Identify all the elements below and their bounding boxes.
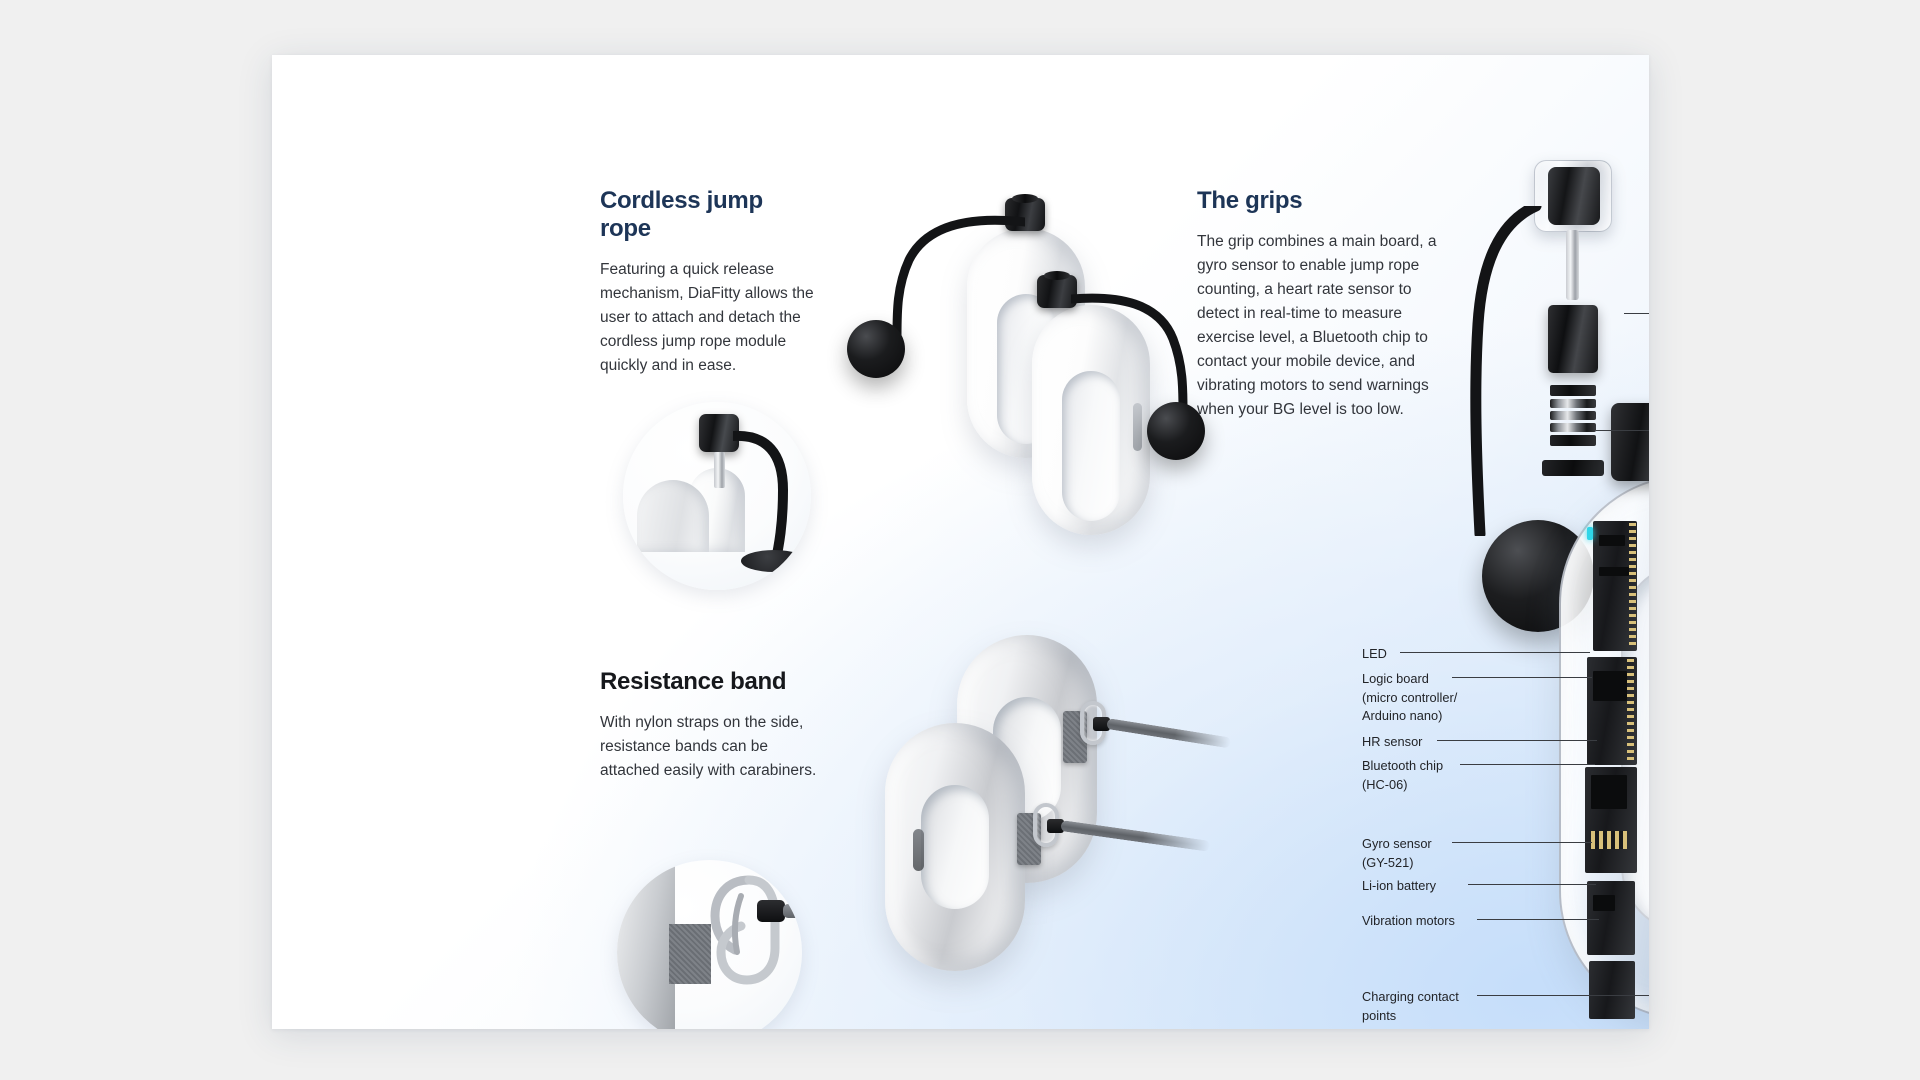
leader-line-hr-sensor	[1437, 740, 1597, 741]
band-body-front	[885, 723, 1025, 971]
leader-line-vibration	[1477, 919, 1599, 920]
leader-line-quick-release	[1624, 313, 1649, 314]
inset-cord	[783, 904, 802, 918]
cable-front	[1071, 293, 1188, 415]
leader-line-logic-board	[1452, 677, 1592, 678]
section-the-grips: The grips The grip combines a main board…	[1197, 187, 1437, 422]
transparent-top-cap	[1534, 160, 1612, 232]
inset-nylon-strap	[669, 924, 711, 984]
exploded-cable	[1470, 206, 1542, 536]
leader-line-gyro	[1452, 842, 1592, 843]
jump-rope-grips-photo	[847, 180, 1205, 535]
bearing-top-cap	[1550, 385, 1596, 396]
section-resistance-band: Resistance band With nylon straps on the…	[600, 668, 818, 783]
callout-hr-sensor: HR sensor	[1362, 734, 1423, 749]
resistance-cord-rear	[1106, 718, 1232, 749]
product-spec-card: Cordless jump rope Featuring a quick rel…	[272, 55, 1649, 1029]
bearing-ring-2	[1550, 411, 1596, 420]
callout-vibration: Vibration motors	[1362, 913, 1455, 928]
leader-line-battery	[1468, 884, 1596, 885]
bearing-stack	[1550, 385, 1596, 449]
leader-line-charging	[1477, 995, 1649, 996]
inset-cord-ferrule	[757, 900, 785, 922]
inset-cable	[733, 430, 789, 568]
callout-gyro: Gyro sensor (GY-521)	[1362, 836, 1432, 870]
callout-led: LED	[1362, 646, 1387, 661]
cap-inner-core	[1548, 167, 1600, 225]
gyro-sensor-pcb	[1587, 881, 1635, 955]
bearing-ring-3	[1550, 423, 1596, 432]
logic-board-chip-2	[1599, 567, 1629, 576]
grip-hole-front	[1062, 371, 1120, 521]
inset-lock-pin	[714, 452, 725, 488]
battery-module	[1589, 961, 1635, 1019]
resistance-band-body: With nylon straps on the side, resistanc…	[600, 714, 817, 780]
inset-carabiner-icon	[710, 875, 780, 985]
leader-line-led	[1400, 652, 1590, 653]
bearing-bottom-cap	[1550, 435, 1596, 446]
inset-band-edge	[617, 860, 675, 1029]
section-cordless-jump-rope: Cordless jump rope Featuring a quick rel…	[600, 187, 815, 378]
weight-ball-front	[1147, 402, 1205, 460]
hr-sensor-pins	[1627, 659, 1634, 763]
callout-battery: Li-ion battery	[1362, 878, 1436, 893]
jump-rope-body: Featuring a quick release mechanism, Dia…	[600, 261, 814, 375]
bluetooth-module-chip	[1591, 775, 1627, 809]
resistance-band-photo	[867, 625, 1247, 975]
weight-ball-rear	[847, 320, 905, 378]
callout-bluetooth: Bluetooth chip (HC-06)	[1362, 758, 1444, 792]
carabiner-detail-inset	[617, 860, 802, 1029]
callout-charging: Charging contact points	[1362, 989, 1459, 1023]
ball-lock-pin	[1566, 230, 1579, 300]
grip-body-front	[1032, 305, 1150, 535]
bluetooth-antenna	[1591, 831, 1627, 849]
grip-top-collar	[1611, 403, 1649, 481]
band-hole-front	[921, 785, 989, 909]
hr-sensor-chip	[1593, 671, 1627, 701]
jump-rope-heading: Cordless jump rope	[600, 187, 763, 242]
leader-line-bearings	[1596, 430, 1649, 431]
logic-board-chip-1	[1599, 535, 1625, 546]
grips-body: The grip combines a main board, a gyro s…	[1197, 233, 1437, 419]
inset-ball-shadow	[741, 550, 807, 572]
transparent-grip-cutaway	[1537, 403, 1649, 1020]
gyro-chip	[1593, 895, 1615, 911]
band-side-button	[913, 829, 924, 871]
cable-rear	[892, 215, 1025, 338]
led-indicator	[1587, 527, 1593, 540]
black-cylinder-module	[1548, 305, 1598, 373]
logic-board-pin-header	[1629, 523, 1636, 649]
bearing-ring-1	[1550, 399, 1596, 408]
resistance-band-heading: Resistance band	[600, 668, 787, 695]
bearing-seat-ring	[1542, 460, 1604, 476]
quick-release-detail-inset	[623, 402, 811, 590]
exploded-assembly-diagram	[1470, 160, 1649, 536]
grips-heading: The grips	[1197, 187, 1303, 214]
callout-logic-board: Logic board (micro controller/ Arduino n…	[1362, 671, 1458, 724]
cord-ferrule-rear	[1093, 717, 1110, 731]
grip-cap-rear	[1005, 194, 1045, 231]
inset-grip-arc	[637, 480, 709, 552]
leader-line-bluetooth	[1460, 764, 1595, 765]
grip-side-slot-front	[1133, 403, 1142, 451]
cord-ferrule-front	[1047, 819, 1064, 833]
